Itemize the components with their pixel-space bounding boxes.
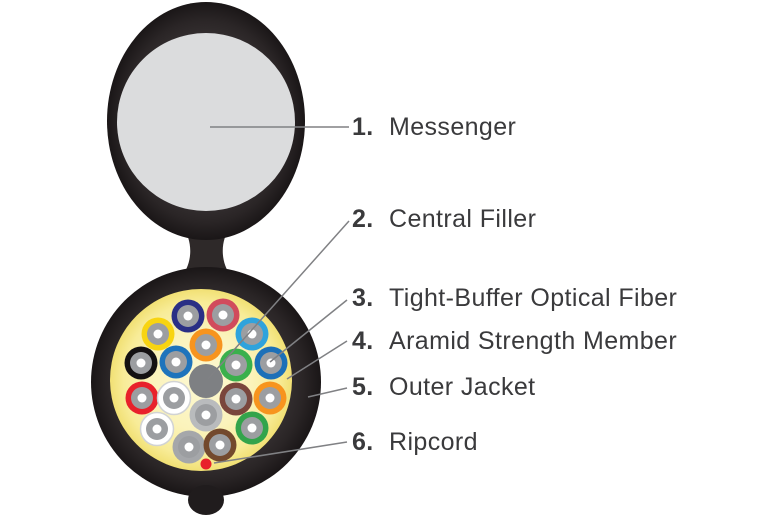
jacket-bottom-nub [188, 485, 224, 515]
brown-fiber [215, 440, 225, 450]
red-fiber [137, 393, 147, 403]
blue-fiber-2 [266, 358, 276, 368]
white-fiber-2 [152, 424, 162, 434]
ripcord-dot [200, 458, 212, 470]
yellow-fiber [153, 329, 163, 339]
leader-line-aramid [286, 340, 348, 380]
green-fiber [231, 360, 241, 370]
leader-lines [207, 126, 350, 464]
navy-blue-fiber [183, 311, 193, 321]
leader-line-ripcord [213, 441, 348, 464]
maroon-fiber [231, 394, 241, 404]
white-fiber [169, 393, 179, 403]
central-filler [189, 364, 223, 398]
black-fiber [136, 358, 146, 368]
fiber-group [124, 298, 288, 464]
slate-fiber [184, 442, 194, 452]
rose-fiber [218, 310, 228, 320]
orange-fiber-2 [265, 393, 275, 403]
orange-fiber [201, 340, 211, 350]
leader-line-outer-jacket [307, 387, 348, 398]
leader-line-central-filler [207, 220, 350, 380]
leader-line-optical-fiber [269, 299, 348, 363]
green-fiber-2 [247, 423, 257, 433]
blue-fiber [171, 357, 181, 367]
silver-fiber [201, 410, 211, 420]
messenger-core [117, 33, 295, 211]
